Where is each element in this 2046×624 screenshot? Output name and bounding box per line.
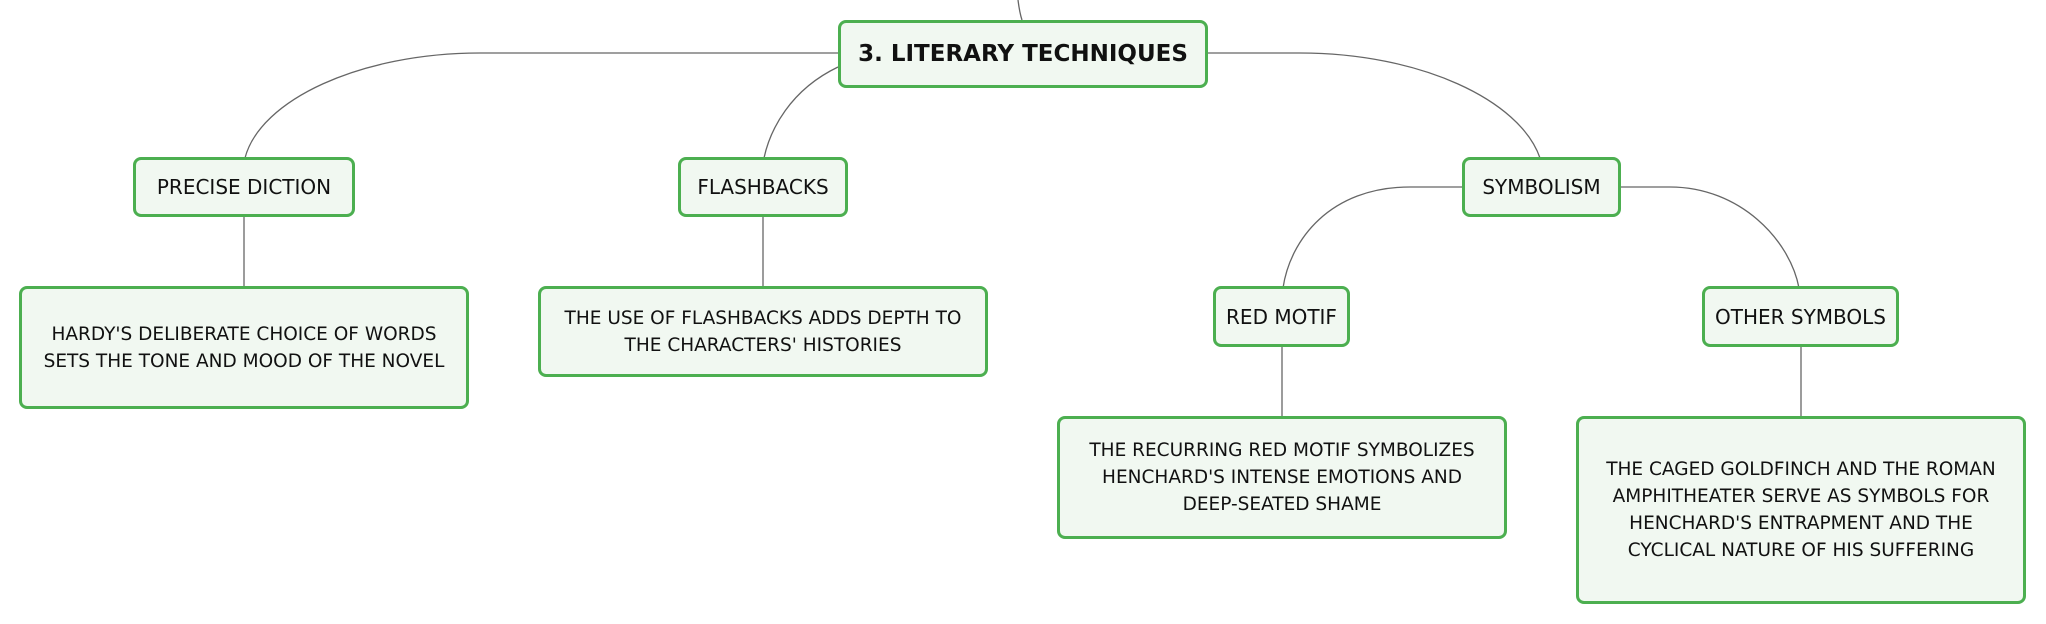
detail-node-text: THE RECURRING RED MOTIF SYMBOLIZES HENCH…	[1089, 440, 1475, 515]
connector-root-to-precise-diction	[244, 52, 838, 159]
subbranch-node-label: OTHER SYMBOLS	[1714, 304, 1886, 329]
detail-node-flashbacks[interactable]: THE USE OF FLASHBACKS ADDS DEPTH TO THE …	[538, 286, 988, 377]
detail-node-other-symbols[interactable]: THE CAGED GOLDFINCH AND THE ROMAN AMPHIT…	[1576, 416, 2026, 604]
detail-node-text: THE CAGED GOLDFINCH AND THE ROMAN AMPHIT…	[1606, 459, 1996, 561]
detail-node-red-motif[interactable]: THE RECURRING RED MOTIF SYMBOLIZES HENCH…	[1057, 416, 1507, 539]
connector-symbolism-to-other-symbols	[1620, 186, 1800, 289]
branch-node-label: SYMBOLISM	[1482, 175, 1601, 199]
subbranch-node-other-symbols[interactable]: OTHER SYMBOLS	[1702, 286, 1899, 347]
subbranch-node-red-motif[interactable]: RED MOTIF	[1213, 286, 1350, 347]
connector-root-to-symbolism	[1206, 52, 1541, 159]
detail-node-precise-diction[interactable]: HARDY'S DELIBERATE CHOICE OF WORDS SETS …	[19, 286, 469, 409]
detail-node-text: HARDY'S DELIBERATE CHOICE OF WORDS SETS …	[43, 323, 445, 372]
root-node[interactable]: 3. LITERARY TECHNIQUES	[838, 20, 1208, 88]
branch-node-precise-diction[interactable]: PRECISE DICTION	[133, 157, 355, 217]
subbranch-node-label: RED MOTIF	[1226, 304, 1337, 329]
connector-root-to-flashbacks	[763, 66, 839, 159]
branch-node-symbolism[interactable]: SYMBOLISM	[1462, 157, 1621, 217]
detail-node-text: THE USE OF FLASHBACKS ADDS DEPTH TO THE …	[564, 307, 962, 356]
branch-node-label: PRECISE DICTION	[156, 175, 332, 199]
connector-symbolism-to-red-motif	[1282, 186, 1463, 289]
branch-node-label: FLASHBACKS	[697, 175, 829, 199]
connector-parent-to-root	[1017, 0, 1023, 21]
branch-node-flashbacks[interactable]: FLASHBACKS	[678, 157, 848, 217]
root-node-label: 3. LITERARY TECHNIQUES	[858, 41, 1188, 67]
